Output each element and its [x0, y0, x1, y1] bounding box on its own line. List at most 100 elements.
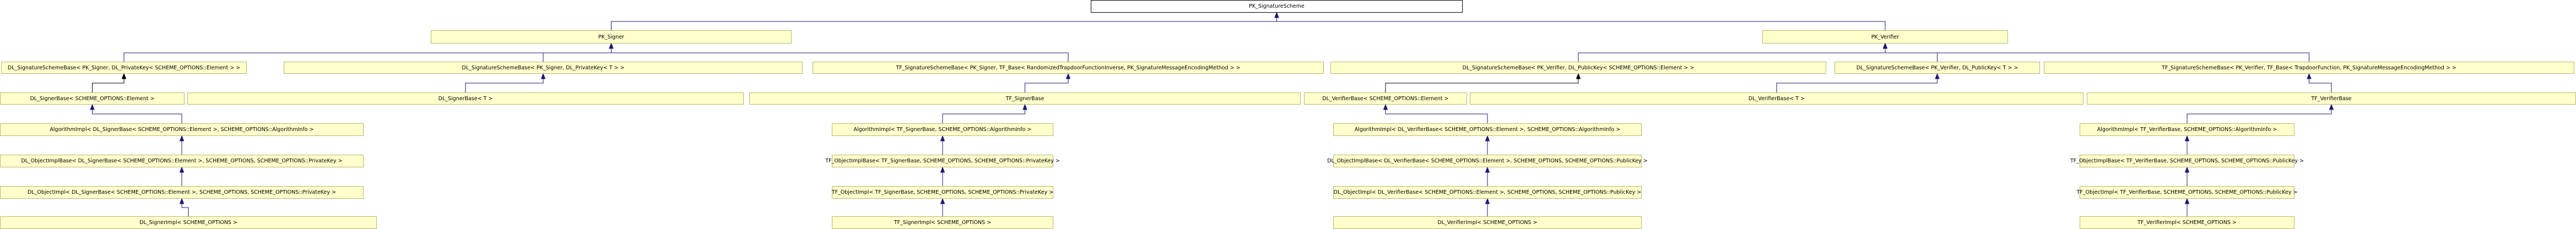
inheritance-edge: [1274, 12, 1886, 30]
class-node-label: DL_VerifierImpl< SCHEME_OPTIONS >: [1437, 220, 1538, 226]
class-node-label: AlgorithmImpl< TF_VerifierBase, SCHEME_O…: [2097, 127, 2277, 133]
class-node-tf-object-impl-base-verifier[interactable]: TF_ObjectImplBase< TF_VerifierBase, SCHE…: [2070, 155, 2304, 167]
arrowhead-icon: [1065, 73, 1071, 79]
class-node-tf-verifier-impl[interactable]: TF_VerifierImpl< SCHEME_OPTIONS >: [2080, 216, 2294, 229]
arrowhead-icon: [940, 135, 945, 141]
class-node-label: TF_ObjectImplBase< TF_VerifierBase, SCHE…: [2070, 158, 2304, 164]
arrowhead-icon: [1882, 42, 1888, 49]
arrowhead-icon: [1882, 42, 1888, 49]
arrowhead-icon: [609, 42, 614, 49]
inheritance-edge: [1485, 198, 1490, 216]
inheritance-edge: [1025, 73, 1071, 92]
class-node-dl-object-impl-base-verifier[interactable]: DL_ObjectImplBase< DL_VerifierBase< SCHE…: [1327, 155, 1648, 167]
inheritance-edge: [1385, 73, 1581, 92]
class-node-tf-verifier-base[interactable]: TF_VerifierBase: [2087, 92, 2576, 105]
class-node-dl-signer-base-element[interactable]: DL_SignerBase< SCHEME_OPTIONS::Element >: [0, 92, 185, 105]
arrowhead-icon: [1383, 103, 1388, 110]
class-node-tf-object-impl-signer[interactable]: TF_ObjectImpl< TF_SignerBase, SCHEME_OPT…: [832, 186, 1053, 199]
class-node-tf-object-impl-verifier[interactable]: TF_ObjectImpl< TF_VerifierBase, SCHEME_O…: [2077, 186, 2297, 199]
class-node-label: DL_ObjectImpl< DL_SignerBase< SCHEME_OPT…: [27, 189, 336, 195]
class-node-dl-signature-scheme-base-verifier-t[interactable]: DL_SignatureSchemeBase< PK_Verifier, DL_…: [1834, 62, 2040, 74]
class-node-label: DL_SignatureSchemeBase< PK_Signer, DL_Pr…: [462, 64, 625, 71]
inheritance-edge: [2184, 198, 2190, 216]
arrowhead-icon: [1882, 42, 1888, 49]
class-node-dl-verifier-base-element[interactable]: DL_VerifierBase< SCHEME_OPTIONS::Element…: [1304, 92, 1467, 105]
inheritance-edge: [179, 166, 185, 186]
class-node-label: AlgorithmImpl< DL_SignerBase< SCHEME_OPT…: [50, 127, 314, 133]
class-node-label: TF_ObjectImplBase< TF_SignerBase, SCHEME…: [825, 158, 1060, 164]
arrowhead-icon: [179, 198, 185, 204]
inheritance-edge: [90, 103, 182, 123]
class-node-dl-object-impl-signer[interactable]: DL_ObjectImpl< DL_SignerBase< SCHEME_OPT…: [0, 186, 364, 199]
class-node-label: TF_VerifierImpl< SCHEME_OPTIONS >: [2137, 220, 2237, 226]
class-node-label: DL_SignatureSchemeBase< PK_Verifier, DL_…: [1856, 64, 2018, 71]
arrowhead-icon: [1274, 12, 1279, 18]
inheritance-edge: [1485, 166, 1490, 186]
arrowhead-icon: [121, 73, 127, 79]
class-node-algorithm-impl-tf-signer[interactable]: AlgorithmImpl< TF_SignerBase, SCHEME_OPT…: [832, 123, 1053, 136]
inheritance-edge: [179, 198, 189, 216]
class-node-algorithm-impl-dl-verifier[interactable]: AlgorithmImpl< DL_VerifierBase< SCHEME_O…: [1333, 123, 1642, 136]
inheritance-edge: [179, 135, 185, 155]
class-node-algorithm-impl-tf-verifier[interactable]: AlgorithmImpl< TF_VerifierBase, SCHEME_O…: [2080, 123, 2294, 136]
class-node-label: DL_ObjectImplBase< DL_SignerBase< SCHEME…: [21, 158, 343, 164]
arrowhead-icon: [2307, 73, 2312, 79]
arrowhead-icon: [940, 166, 945, 173]
class-node-algorithm-impl-dl-signer[interactable]: AlgorithmImpl< DL_SignerBase< SCHEME_OPT…: [0, 123, 364, 136]
class-node-tf-signature-scheme-base-signer[interactable]: TF_SignatureSchemeBase< PK_Signer, TF_Ba…: [813, 62, 1324, 74]
class-node-dl-verifier-impl[interactable]: DL_VerifierImpl< SCHEME_OPTIONS >: [1333, 216, 1642, 229]
inheritance-edge: [1485, 135, 1490, 155]
inheritance-edge: [1383, 103, 1488, 123]
arrowhead-icon: [1485, 135, 1490, 141]
inheritance-edge: [1882, 42, 2309, 62]
inheritance-edge: [940, 198, 945, 216]
arrowhead-icon: [1576, 73, 1581, 79]
class-node-label: AlgorithmImpl< TF_SignerBase, SCHEME_OPT…: [853, 127, 1032, 133]
class-node-label: DL_SignatureSchemeBase< PK_Verifier, DL_…: [1462, 64, 1695, 71]
class-node-dl-verifier-base-t[interactable]: DL_VerifierBase< T >: [1470, 92, 2083, 105]
class-node-label: TF_ObjectImpl< TF_SignerBase, SCHEME_OPT…: [831, 189, 1054, 195]
class-node-dl-signature-scheme-base-signer-element[interactable]: DL_SignatureSchemeBase< PK_Signer, DL_Pr…: [1, 62, 247, 74]
arrowhead-icon: [1274, 12, 1279, 18]
class-node-label: DL_VerifierBase< SCHEME_OPTIONS::Element…: [1322, 95, 1449, 102]
class-node-dl-object-impl-verifier[interactable]: DL_ObjectImpl< DL_VerifierBase< SCHEME_O…: [1333, 186, 1642, 199]
class-node-label: PK_SignatureScheme: [1249, 3, 1305, 9]
inheritance-edge: [2184, 166, 2190, 186]
class-node-dl-signature-scheme-base-signer-t[interactable]: DL_SignatureSchemeBase< PK_Signer, DL_Pr…: [284, 62, 803, 74]
class-node-dl-signature-scheme-base-verifier-element[interactable]: DL_SignatureSchemeBase< PK_Verifier, DL_…: [1330, 62, 1826, 74]
class-node-tf-signature-scheme-base-verifier[interactable]: TF_SignatureSchemeBase< PK_Verifier, TF_…: [2044, 62, 2574, 74]
inheritance-edge: [611, 12, 1279, 30]
class-node-tf-signer-base[interactable]: TF_SignerBase: [749, 92, 1301, 105]
class-node-tf-signer-impl[interactable]: TF_SignerImpl< SCHEME_OPTIONS >: [832, 216, 1053, 229]
class-node-pk-signature-scheme[interactable]: PK_SignatureScheme: [1091, 0, 1463, 13]
inheritance-edge: [1882, 42, 1938, 62]
arrowhead-icon: [1935, 73, 1940, 79]
inheritance-edge: [942, 103, 1027, 123]
arrowhead-icon: [609, 42, 614, 49]
class-node-label: AlgorithmImpl< DL_VerifierBase< SCHEME_O…: [1354, 127, 1621, 133]
arrowhead-icon: [1022, 103, 1027, 110]
class-node-label: DL_SignerBase< SCHEME_OPTIONS::Element >: [30, 95, 155, 102]
class-node-dl-signer-base-t[interactable]: DL_SignerBase< T >: [187, 92, 744, 105]
arrowhead-icon: [2184, 166, 2190, 173]
class-node-label: PK_Signer: [598, 34, 625, 40]
class-node-dl-object-impl-base-signer[interactable]: DL_ObjectImplBase< DL_SignerBase< SCHEME…: [0, 155, 364, 167]
arrowhead-icon: [179, 166, 185, 173]
class-node-pk-verifier[interactable]: PK_Verifier: [1762, 30, 2008, 43]
class-node-label: DL_VerifierBase< T >: [1748, 95, 1805, 102]
arrowhead-icon: [2329, 103, 2334, 110]
arrowhead-icon: [90, 103, 95, 110]
arrowhead-icon: [1485, 166, 1490, 173]
arrowhead-icon: [609, 42, 614, 49]
arrowhead-icon: [540, 73, 546, 79]
arrowhead-icon: [2184, 198, 2190, 204]
arrowhead-icon: [179, 135, 185, 141]
class-node-tf-object-impl-base-signer[interactable]: TF_ObjectImplBase< TF_SignerBase, SCHEME…: [825, 155, 1060, 167]
class-node-dl-signer-impl[interactable]: DL_SignerImpl< SCHEME_OPTIONS >: [0, 216, 377, 229]
class-node-label: TF_VerifierBase: [2311, 95, 2352, 102]
arrowhead-icon: [1485, 198, 1490, 204]
class-node-pk-signer[interactable]: PK_Signer: [431, 30, 792, 43]
arrowhead-icon: [940, 198, 945, 204]
class-node-label: DL_ObjectImplBase< DL_VerifierBase< SCHE…: [1327, 158, 1648, 164]
